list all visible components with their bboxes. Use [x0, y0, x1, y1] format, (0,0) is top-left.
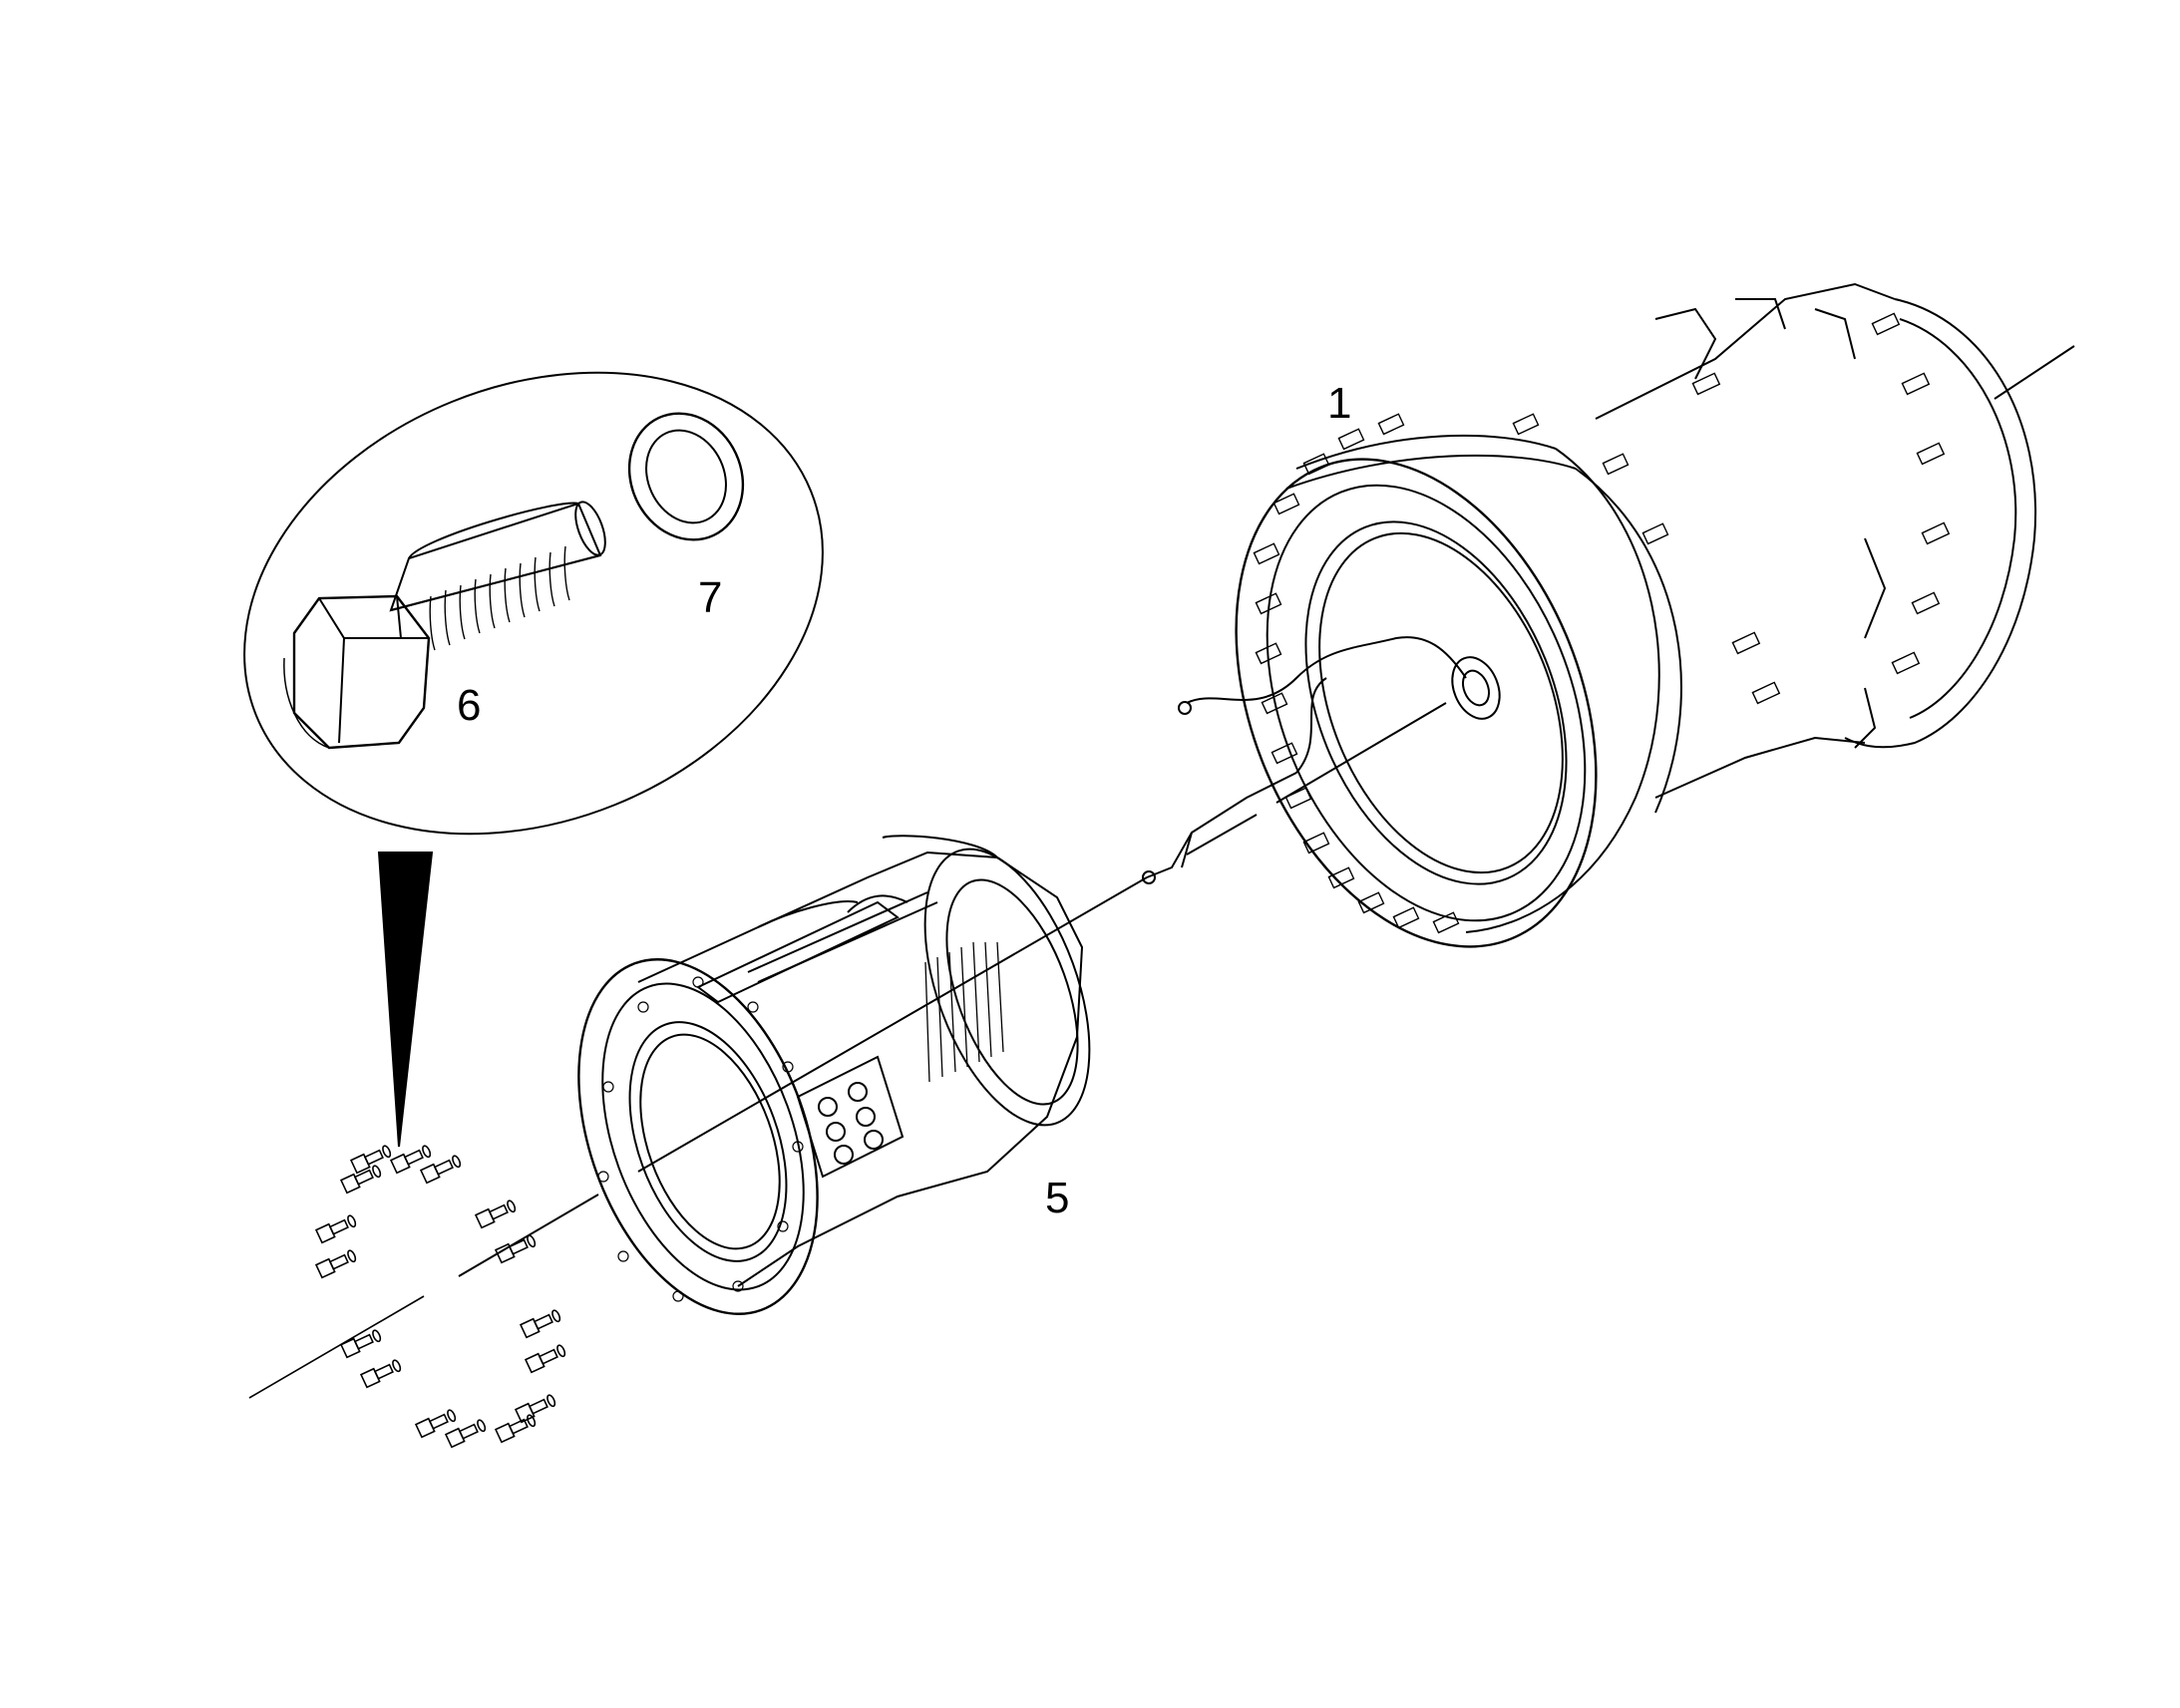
callout-part-6: 6: [457, 681, 482, 730]
hub-housing-part-1: [1143, 284, 2035, 1000]
callout-part-1: 1: [1327, 379, 1352, 428]
callout-part-5: 5: [1045, 1174, 1070, 1222]
small-bolt-set: [316, 1144, 566, 1447]
bolt-detail-part-6: [284, 499, 611, 748]
callout-part-7: 7: [698, 573, 723, 622]
washer-detail-part-7: [609, 395, 764, 558]
detail-bubble: [175, 289, 893, 1147]
drive-assembly-part-5: [534, 828, 1122, 1347]
junction-box: [798, 1057, 903, 1177]
